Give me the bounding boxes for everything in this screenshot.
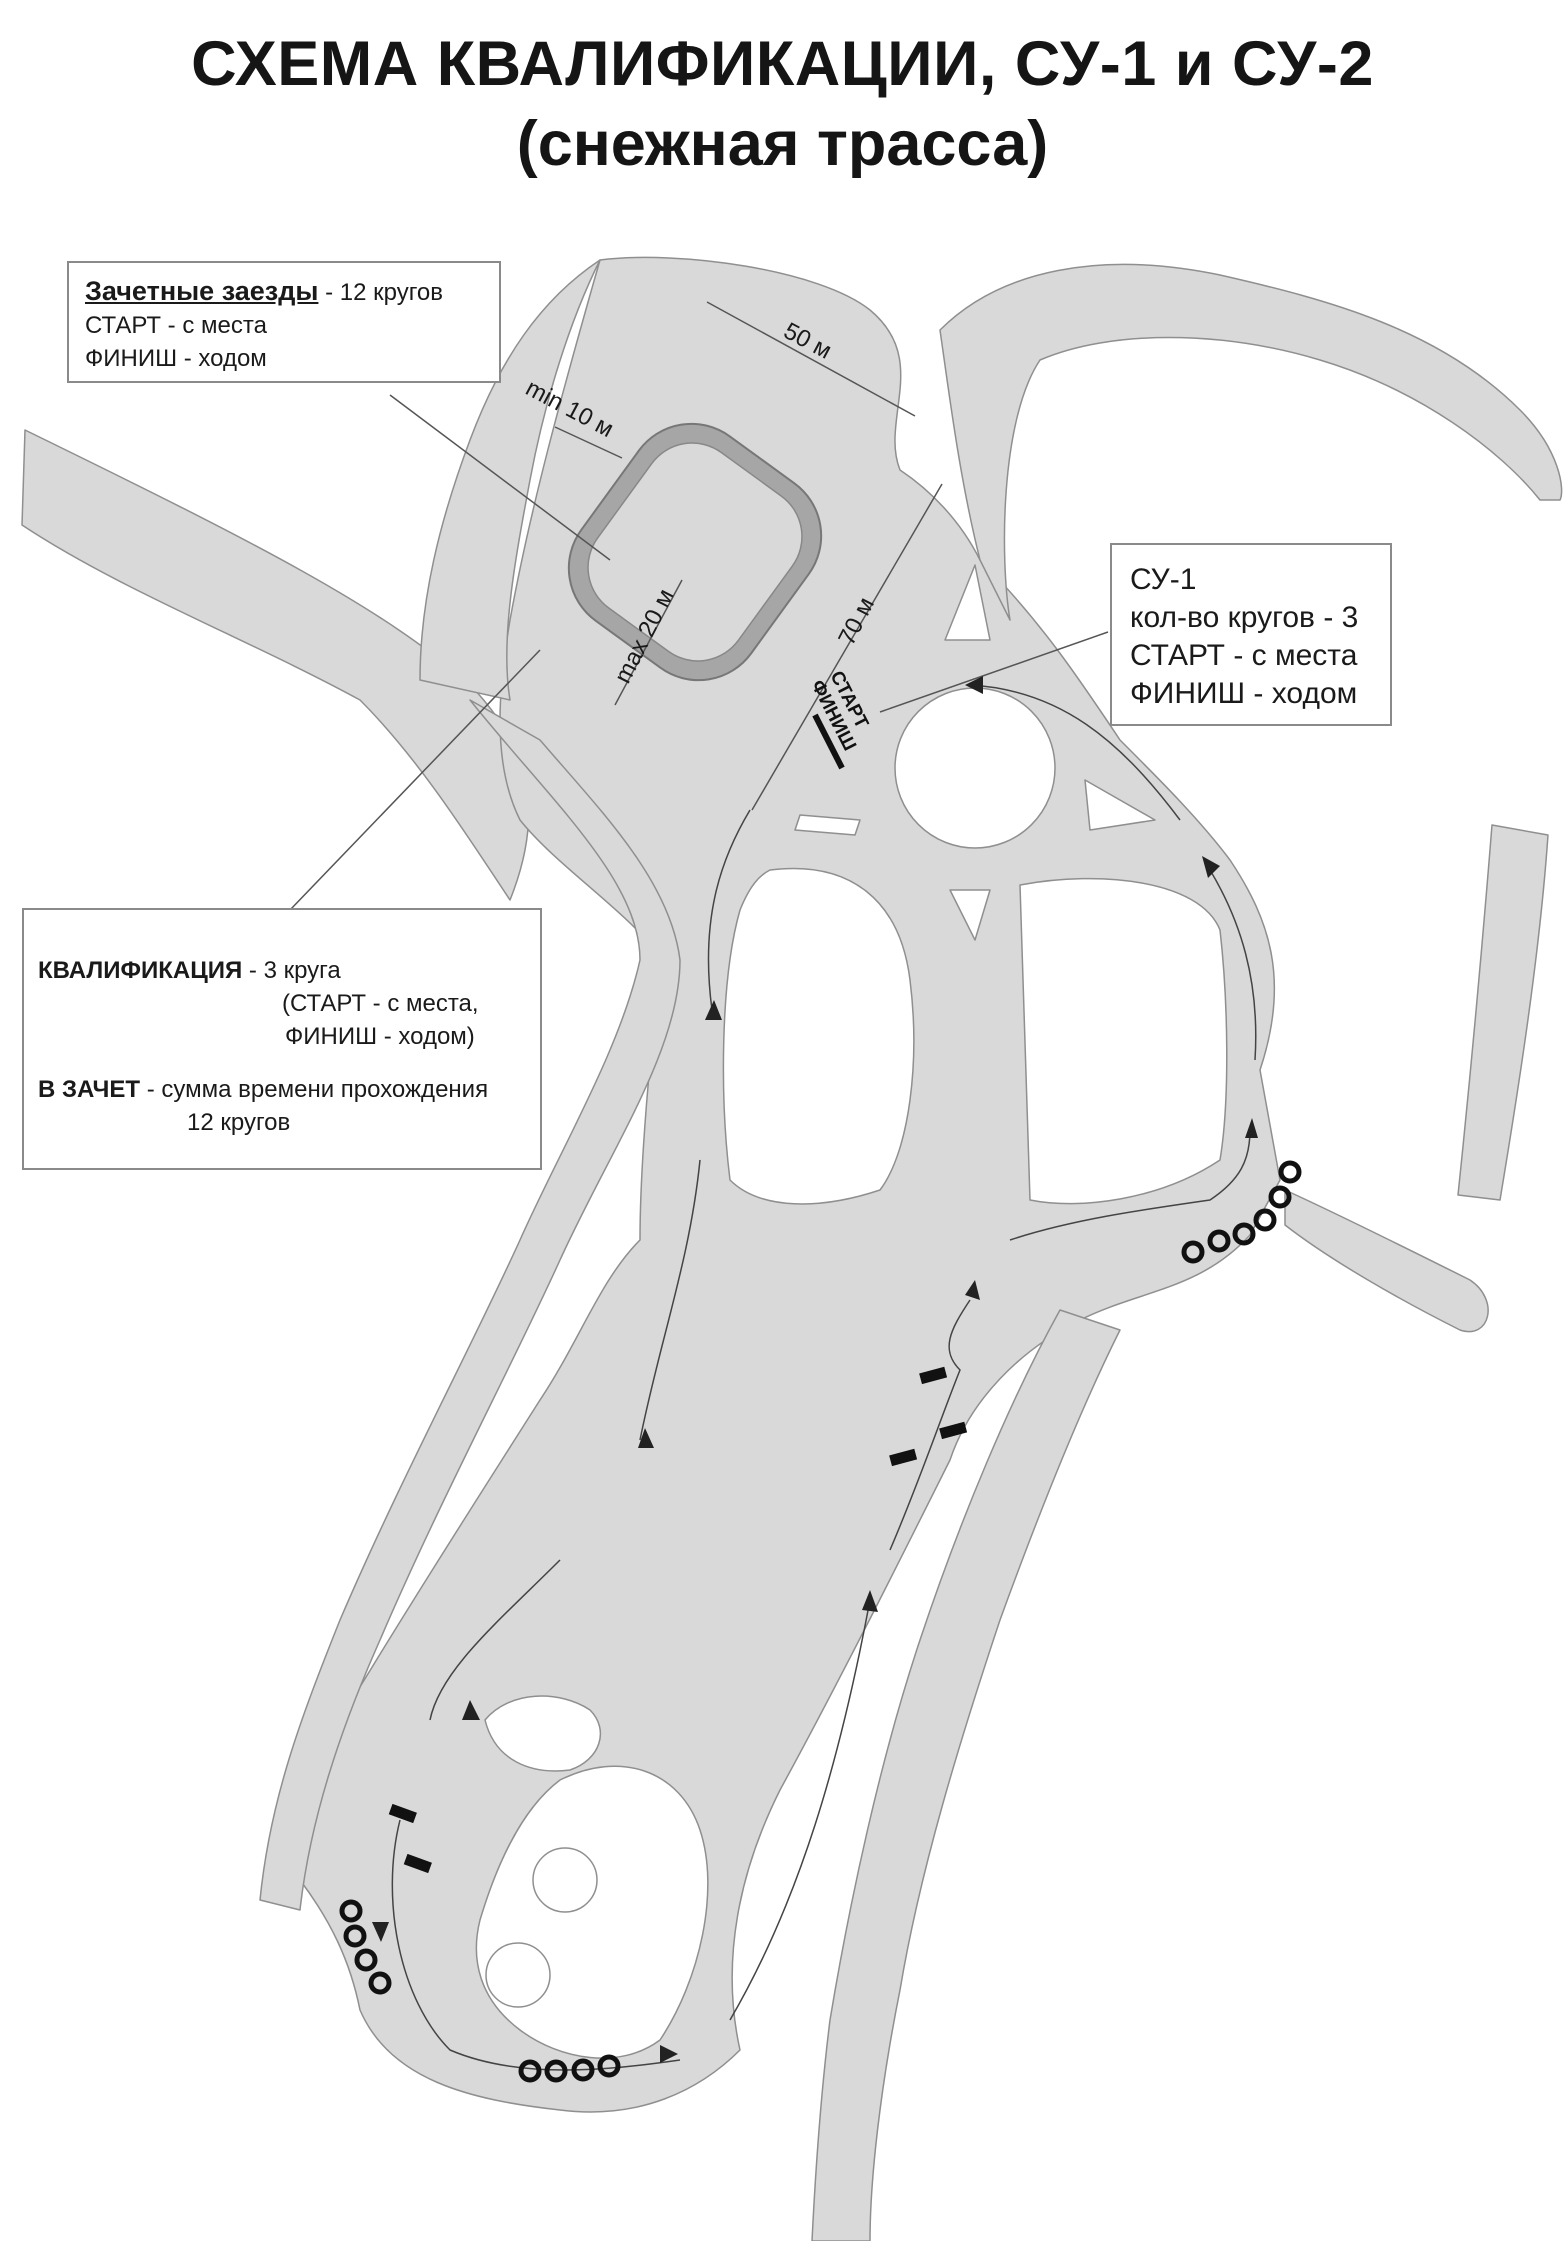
lower-lobe (484, 1695, 601, 1772)
island-triangle-4 (794, 814, 861, 836)
tyre-icon (343, 1924, 367, 1948)
races-heading: Зачетные заезды (85, 276, 319, 306)
right-square-island (1019, 877, 1228, 1205)
tyre-icon (1181, 1240, 1205, 1264)
right-branch-road (1284, 1189, 1489, 1333)
arrow-icon (660, 2045, 678, 2063)
gate-marker (388, 1803, 417, 1824)
tyre-icon (1232, 1222, 1256, 1246)
arrow-icon (638, 1428, 654, 1448)
route-path-center-down (639, 1159, 701, 1441)
credit-suffix: - сумма времени прохождения (140, 1076, 489, 1103)
map-title: СХЕМА КВАЛИФИКАЦИИ, СУ-1 и СУ-2 (191, 29, 1374, 99)
qual-line3: ФИНИШ - ходом) (285, 1023, 475, 1050)
island-triangle-2 (1084, 779, 1156, 831)
central-island (722, 867, 915, 1205)
gate-marker (939, 1421, 968, 1440)
qualification-info-box: КВАЛИФИКАЦИЯ - 3 круга (СТАРТ - с места,… (22, 908, 542, 1170)
tyre-icon (339, 1899, 363, 1923)
arrow-icon (372, 1922, 389, 1942)
tyre-icon (544, 2059, 568, 2083)
leader-su1 (879, 631, 1109, 713)
route-path-right-loop (1009, 1129, 1251, 1241)
su1-info-box: СУ-1 кол-во кругов - 3 СТАРТ - с места Ф… (1110, 543, 1392, 726)
leader-qual (289, 649, 541, 911)
small-circle-lower (485, 1942, 551, 2008)
route-path-right-up2 (1209, 869, 1257, 1061)
credit-line: В ЗАЧЕТ - сумма времени прохождения (38, 1073, 526, 1106)
tyre-icon (368, 1971, 392, 1995)
route-path-loop (391, 1819, 681, 2071)
gate-marker (919, 1366, 948, 1385)
arrow-icon (705, 1000, 722, 1020)
qual-heading: КВАЛИФИКАЦИЯ (38, 957, 243, 984)
route-path-top-right (969, 684, 1181, 821)
gate-marker (889, 1448, 918, 1467)
tyre-icon (354, 1948, 378, 1972)
route-path-left (707, 809, 751, 1011)
arrow-icon (462, 1700, 480, 1720)
tyre-icon (1253, 1208, 1277, 1232)
tyre-icon (518, 2059, 542, 2083)
route-path-right-up (729, 1599, 871, 2021)
arrow-icon (1202, 856, 1220, 878)
dim-line-50m (706, 301, 916, 417)
tyre-icon (1268, 1185, 1292, 1209)
su1-finish: ФИНИШ - ходом (1130, 677, 1358, 710)
races-heading-suffix: - 12 кругов (318, 279, 444, 306)
dim-line-70m (751, 483, 943, 811)
arrow-icon (1245, 1118, 1258, 1138)
arrow-icon (965, 1280, 980, 1300)
route-path-lower-left (429, 1559, 561, 1721)
qual-heading-line: КВАЛИФИКАЦИЯ - 3 круга (38, 954, 526, 987)
races-start: СТАРТ - с места (85, 312, 267, 339)
su1-laps: кол-во кругов - 3 (1130, 601, 1359, 634)
races-finish: ФИНИШ - ходом (85, 345, 267, 372)
lower-right-road (811, 1309, 1121, 2241)
arrow-icon (965, 676, 983, 694)
island-triangle-1 (944, 564, 991, 641)
center-island (894, 687, 1056, 849)
left-outer-band (259, 699, 681, 1911)
su1-start: СТАРТ - с места (1130, 639, 1358, 672)
start-finish-line (812, 713, 845, 770)
tyre-icon (597, 2054, 621, 2078)
right-vertical-strip (1457, 824, 1549, 1201)
left-track-arm (21, 429, 530, 901)
races-info-box: Зачетные заезды - 12 кругов СТАРТ - с ме… (67, 261, 501, 383)
tyre-icon (1278, 1160, 1302, 1184)
qual-line2: (СТАРТ - с места, (282, 990, 479, 1017)
leader-races (389, 394, 611, 561)
map-subtitle: (снежная трасса) (516, 109, 1049, 179)
tyre-icon (571, 2058, 595, 2082)
credit-line2: 12 кругов (187, 1109, 291, 1136)
small-circle-upper (532, 1847, 598, 1913)
oval-track (567, 422, 823, 682)
upper-right-band (939, 263, 1563, 621)
dim-line-20m (614, 579, 683, 706)
gate-marker (403, 1853, 432, 1874)
island-triangle-3 (949, 889, 991, 941)
qual-heading-suffix: - 3 круга (242, 957, 341, 984)
route-path-chicane (889, 1299, 971, 1551)
top-left-wedge (419, 259, 601, 701)
su1-name: СУ-1 (1130, 563, 1197, 596)
races-heading-line: Зачетные заезды - 12 кругов (85, 275, 483, 309)
arrow-icon (862, 1590, 878, 1612)
credit-heading: В ЗАЧЕТ (38, 1076, 141, 1103)
tyre-icon (1207, 1229, 1231, 1253)
dim-line-min10m (554, 426, 623, 459)
